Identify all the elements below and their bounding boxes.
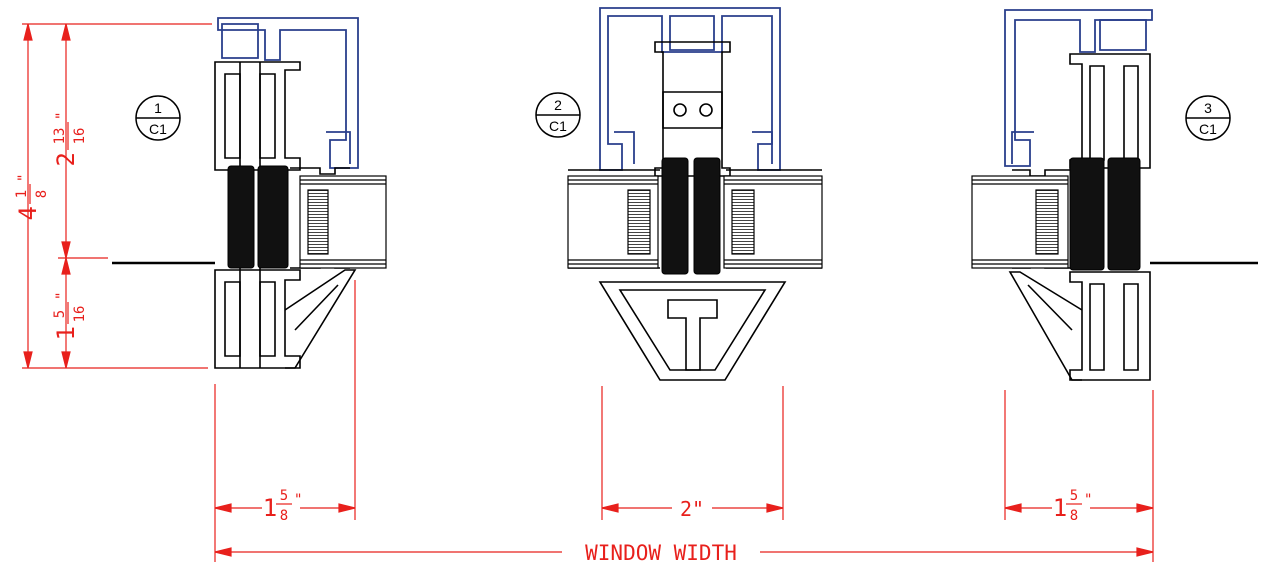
svg-text:": " bbox=[54, 112, 70, 120]
svg-text:5: 5 bbox=[280, 488, 288, 504]
svg-text:": " bbox=[54, 292, 70, 300]
svg-text:": " bbox=[1084, 492, 1092, 508]
svg-text:4: 4 bbox=[14, 206, 42, 220]
right-anchor-clip bbox=[1004, 9, 1153, 167]
detail-bubble-3: 3 C1 bbox=[1185, 95, 1231, 141]
window-width-dim: WINDOW WIDTH bbox=[585, 541, 737, 565]
svg-text:13: 13 bbox=[52, 128, 68, 145]
right-gasket-blocks bbox=[1069, 157, 1141, 271]
overall-height-dim: 4 1 8 " bbox=[14, 174, 50, 221]
detail-number: 1 bbox=[154, 100, 162, 116]
svg-text:1: 1 bbox=[52, 326, 80, 340]
dimension-lines bbox=[22, 23, 1154, 562]
mullion-anchor-clip bbox=[599, 7, 781, 171]
left-anchor-clip bbox=[217, 17, 359, 169]
detail-number: 2 bbox=[554, 97, 562, 113]
svg-text:1: 1 bbox=[1053, 494, 1067, 522]
svg-text:": " bbox=[16, 174, 32, 182]
upper-height-dim: 2 13 16 " bbox=[52, 112, 88, 167]
svg-text:16: 16 bbox=[72, 306, 88, 323]
svg-text:8: 8 bbox=[280, 508, 288, 524]
mullion-glass-right bbox=[723, 175, 823, 269]
left-jamb-section bbox=[214, 17, 359, 369]
mullion-depth-dim: 2" bbox=[680, 497, 704, 521]
svg-text:": " bbox=[294, 492, 302, 508]
svg-text:16: 16 bbox=[72, 128, 88, 145]
detail-bubble-1: 1 C1 bbox=[135, 95, 181, 141]
mullion-glass-left bbox=[567, 175, 659, 269]
left-glass-unit bbox=[299, 175, 387, 269]
svg-text:1: 1 bbox=[14, 190, 30, 198]
right-jamb-depth-dim: 1 5 8 " bbox=[1053, 488, 1093, 524]
detail-sheet: C1 bbox=[1199, 121, 1217, 137]
right-glass-unit bbox=[971, 175, 1069, 269]
svg-text:5: 5 bbox=[52, 310, 68, 318]
detail-number: 3 bbox=[1204, 100, 1212, 116]
detail-sheet: C1 bbox=[549, 118, 567, 134]
left-jamb-depth-dim: 1 5 8 " bbox=[263, 488, 303, 524]
svg-text:2: 2 bbox=[52, 152, 80, 166]
detail-bubble-2: 2 C1 bbox=[535, 92, 581, 138]
svg-text:5: 5 bbox=[1070, 488, 1078, 504]
svg-text:8: 8 bbox=[34, 190, 50, 198]
mullion-gasket-blocks bbox=[661, 157, 721, 275]
left-gasket-blocks bbox=[227, 165, 289, 269]
lower-height-dim: 1 5 16 " bbox=[52, 292, 88, 341]
svg-text:1: 1 bbox=[263, 494, 277, 522]
svg-text:8: 8 bbox=[1070, 508, 1078, 524]
detail-sheet: C1 bbox=[149, 121, 167, 137]
